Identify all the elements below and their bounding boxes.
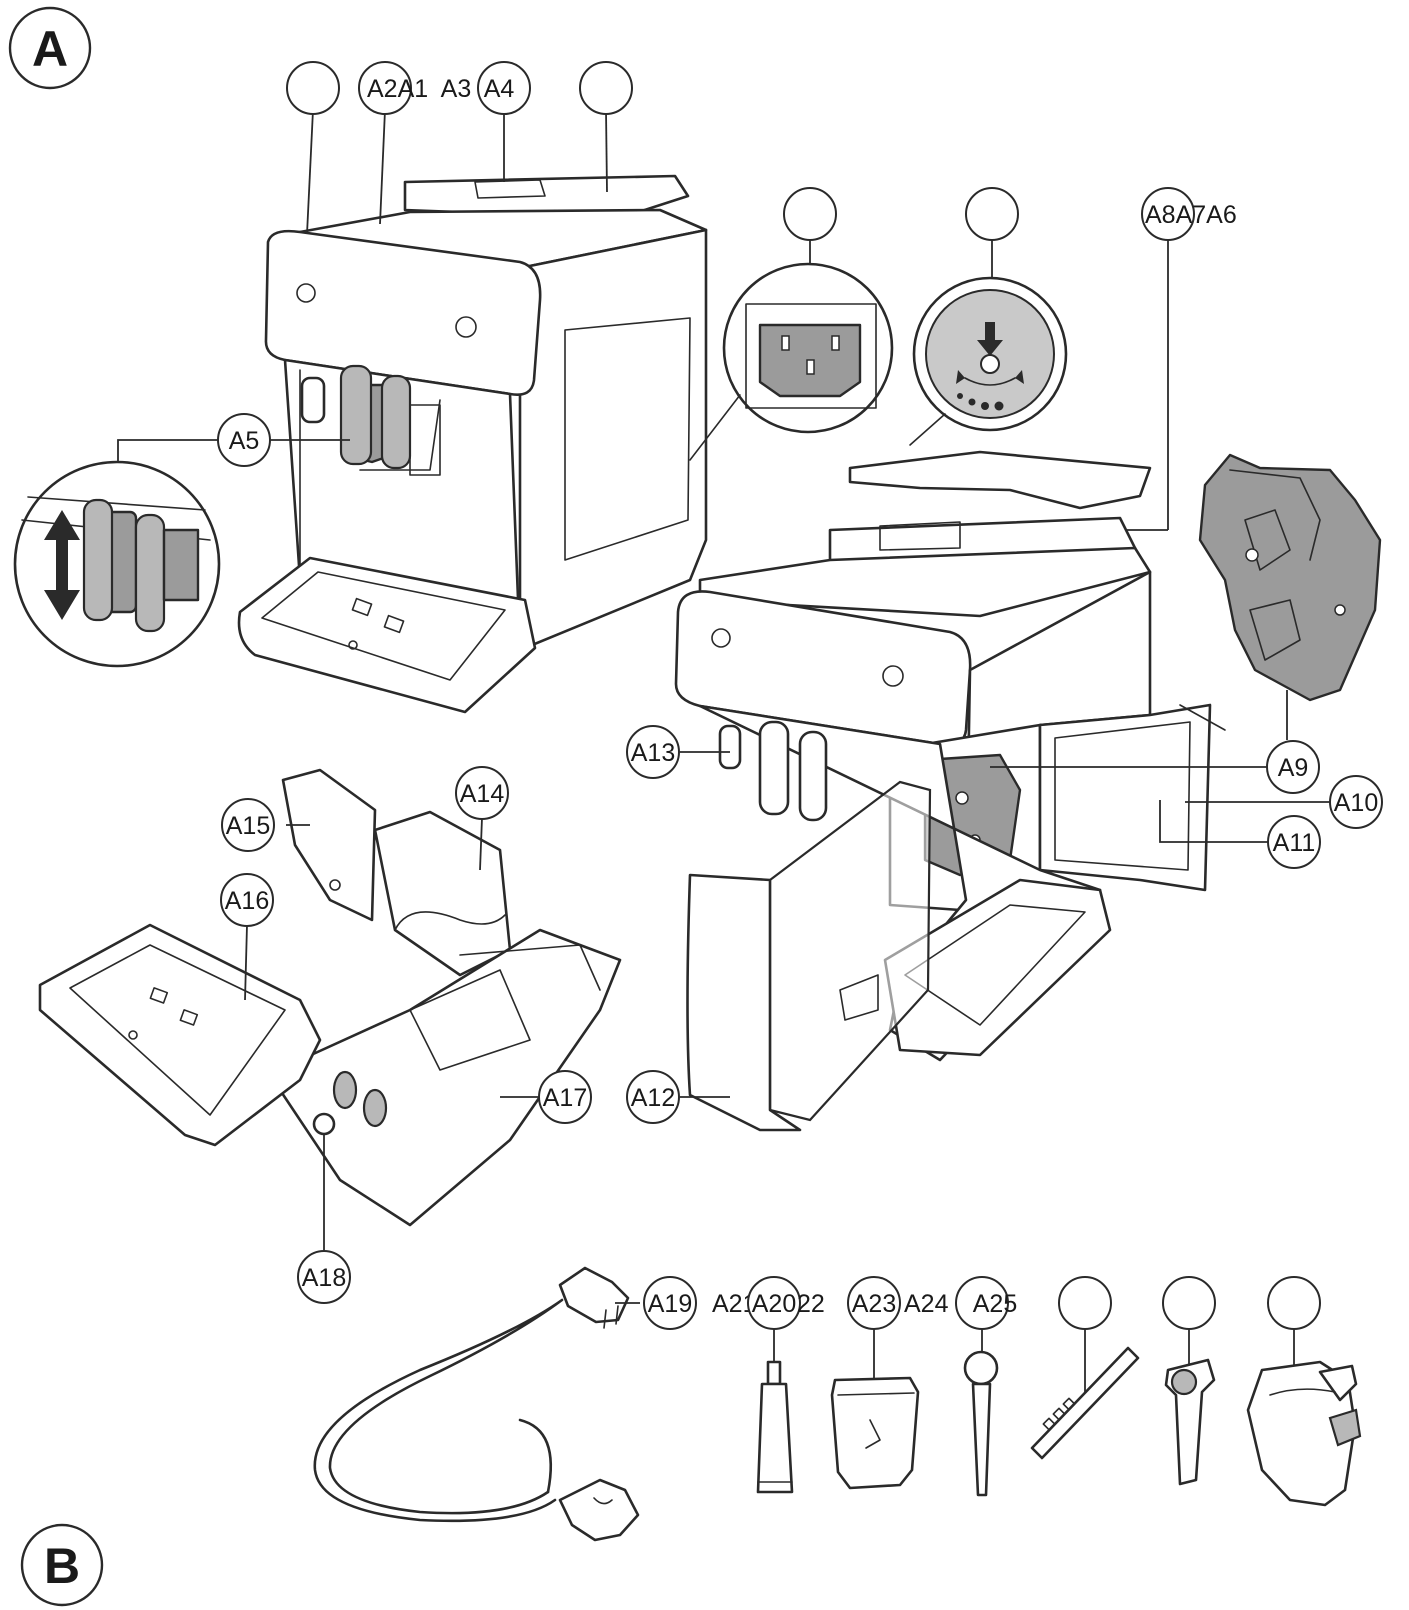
callout-unlabeled-9 bbox=[1162, 1276, 1216, 1330]
drip-tray-exploded bbox=[38, 768, 622, 1250]
power-socket-zoom bbox=[689, 238, 894, 461]
svg-text:A18: A18 bbox=[302, 1264, 346, 1292]
svg-text:A13: A13 bbox=[631, 739, 675, 767]
section-b-marker: B bbox=[20, 1523, 104, 1607]
callout-a17: A17 bbox=[538, 1070, 592, 1124]
water-filter-icon bbox=[830, 1376, 920, 1490]
callout-unlabeled-6 bbox=[965, 187, 1019, 241]
callout-unlabeled-5 bbox=[783, 187, 837, 241]
test-strip-icon bbox=[1030, 1346, 1140, 1460]
spout-zoom-detail bbox=[13, 439, 350, 668]
milk-spout-icon bbox=[1164, 1358, 1216, 1486]
section-a-marker: A bbox=[8, 6, 92, 90]
callout-unlabeled-2 bbox=[358, 61, 412, 115]
svg-text:A15: A15 bbox=[226, 812, 270, 840]
callout-unlabeled-3 bbox=[477, 61, 531, 115]
callout-a10: A10 bbox=[1329, 775, 1383, 829]
callout-a16: A16 bbox=[220, 873, 274, 927]
power-socket-icon bbox=[758, 323, 862, 398]
grinder-dial-zoom bbox=[909, 238, 1068, 446]
callout-a14: A14 bbox=[455, 766, 509, 820]
callout-a12: A12 bbox=[626, 1070, 680, 1124]
coffee-machine-front-view bbox=[237, 109, 708, 714]
svg-text:B: B bbox=[44, 1538, 80, 1594]
callout-unlabeled-4 bbox=[579, 61, 633, 115]
grease-tube-icon bbox=[756, 1360, 794, 1494]
milk-jug-icon bbox=[1246, 1360, 1362, 1507]
svg-text:A11: A11 bbox=[1273, 829, 1316, 857]
callout-a18: A18 bbox=[297, 1250, 351, 1304]
brew-group-icon bbox=[1198, 453, 1382, 740]
callout-a23: A23 bbox=[847, 1276, 901, 1330]
svg-text:A10: A10 bbox=[1334, 789, 1378, 817]
coffee-machine-open-view bbox=[674, 450, 1226, 1132]
svg-text:A25: A25 bbox=[973, 1290, 1017, 1318]
label-top-group: A2A1 A3 A4 bbox=[367, 75, 514, 103]
callout-unlabeled-1 bbox=[286, 61, 340, 115]
grinder-dial-icon bbox=[925, 289, 1055, 419]
svg-text:A16: A16 bbox=[225, 887, 269, 915]
svg-text:A20: A20 bbox=[752, 1290, 796, 1318]
label-right-group: A8A7A6 bbox=[1145, 201, 1237, 229]
svg-text:A5: A5 bbox=[229, 427, 260, 455]
svg-text:A19: A19 bbox=[648, 1290, 692, 1318]
callout-a5: A5 bbox=[217, 413, 271, 467]
svg-text:A23: A23 bbox=[852, 1290, 896, 1318]
svg-text:A9: A9 bbox=[1278, 754, 1309, 782]
svg-text:A14: A14 bbox=[460, 780, 505, 808]
label-a24: A24 bbox=[904, 1290, 949, 1318]
callout-a19: A19 bbox=[643, 1276, 697, 1330]
callout-a9: A9 bbox=[1266, 740, 1320, 794]
callout-a20: A20 bbox=[747, 1276, 801, 1330]
callout-a15: A15 bbox=[221, 798, 275, 852]
callout-unlabeled-8 bbox=[1058, 1276, 1112, 1330]
callout-a25: A25 bbox=[955, 1276, 1017, 1330]
measuring-scoop-icon bbox=[963, 1350, 999, 1497]
svg-text:A17: A17 bbox=[543, 1084, 587, 1112]
svg-text:A: A bbox=[32, 21, 68, 77]
callout-a11: A11 bbox=[1267, 815, 1321, 869]
callout-a13: A13 bbox=[626, 725, 680, 779]
power-cord-icon bbox=[313, 1266, 640, 1542]
svg-text:A12: A12 bbox=[631, 1084, 675, 1112]
callout-unlabeled-10 bbox=[1267, 1276, 1321, 1330]
label-a22: 22 bbox=[797, 1290, 825, 1318]
